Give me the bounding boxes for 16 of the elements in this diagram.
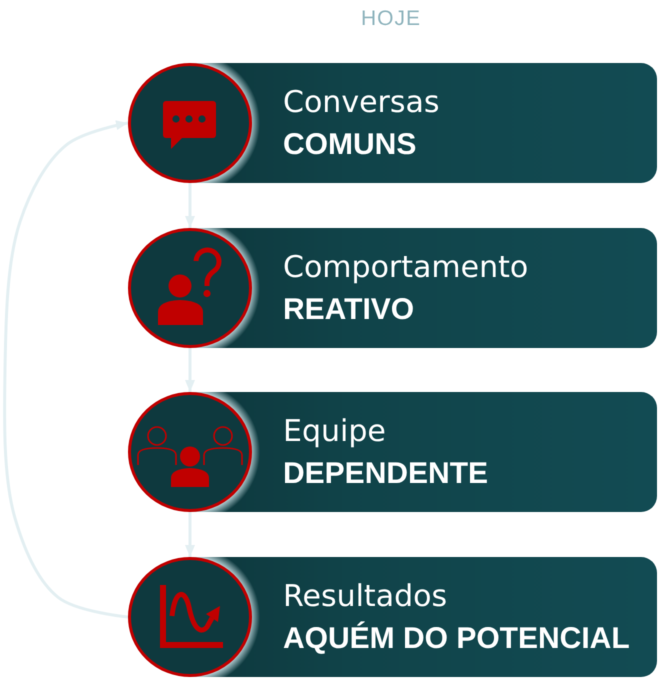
step-keyword: COMUNS [283,130,418,160]
step-band [128,392,657,512]
curved-arrow [3,120,128,618]
step-band [128,63,657,183]
title: HOJE [360,7,422,31]
arrow [185,183,195,228]
step-band [128,557,657,677]
step-keyword: DEPENDENTE [283,459,490,489]
step-title: Resultados [283,582,448,612]
step-title: Conversas [283,88,441,118]
step-keyword: REATIVO [283,295,416,325]
step-band [128,228,657,348]
arrow [185,512,195,557]
arrow [185,348,195,392]
step-title: Comportamento [283,253,530,283]
step-title: Equipe [283,417,387,447]
